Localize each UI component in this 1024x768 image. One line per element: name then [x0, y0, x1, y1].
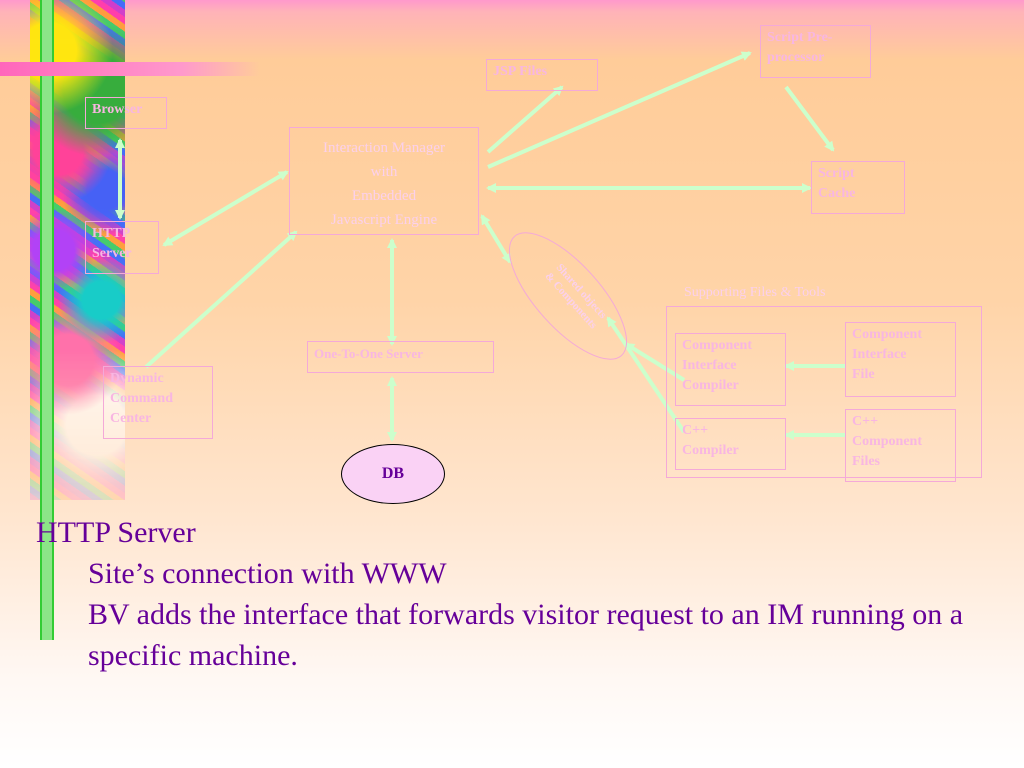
db-node: DB [341, 444, 445, 504]
one-to-one-server-node: One-To-One Server [307, 341, 494, 373]
slide-caption: HTTP Server Site’s connection with WWW B… [36, 512, 996, 676]
arrow-http-im [162, 170, 289, 247]
supporting-files-label: Supporting Files & Tools [684, 285, 826, 300]
jsp-files-node: JSP Files [486, 59, 598, 91]
script-cache-node: Script Cache [811, 161, 905, 214]
arrow-preprocessor-cache [784, 85, 835, 152]
arrow-cpp-oval [606, 316, 686, 434]
browser-node: Browser [85, 97, 167, 129]
arrow-im-preprocessor [487, 51, 752, 169]
caption-heading: HTTP Server [36, 516, 196, 549]
cpp-component-files-node: C++ Component Files [845, 409, 956, 482]
script-preprocessor-node: Script Pre- processor [760, 25, 871, 78]
interaction-manager-node: Interaction Manager with Embedded Javasc… [289, 127, 479, 235]
http-server-node: HTTP Server [85, 221, 159, 274]
green-vertical-bar-highlight [42, 0, 52, 640]
dynamic-command-center-node: Dynamic Command Center [103, 366, 213, 439]
arrow-dcc-im [144, 230, 298, 369]
caption-line-1: Site’s connection with WWW [88, 557, 447, 590]
cpp-compiler-node: C++ Compiler [675, 418, 786, 470]
component-interface-file-node: Component Interface File [845, 322, 956, 397]
pink-horizontal-bar [0, 62, 260, 76]
arrow-im-oval [480, 214, 512, 264]
arrow-im-jsp [486, 85, 564, 154]
supporting-files-frame [666, 306, 982, 478]
caption-line-2: BV adds the interface that forwards visi… [88, 598, 964, 672]
shared-objects-oval [508, 232, 628, 360]
arrow-cic-oval [624, 342, 686, 382]
component-interface-compiler-node: Component Interface Compiler [675, 333, 786, 406]
